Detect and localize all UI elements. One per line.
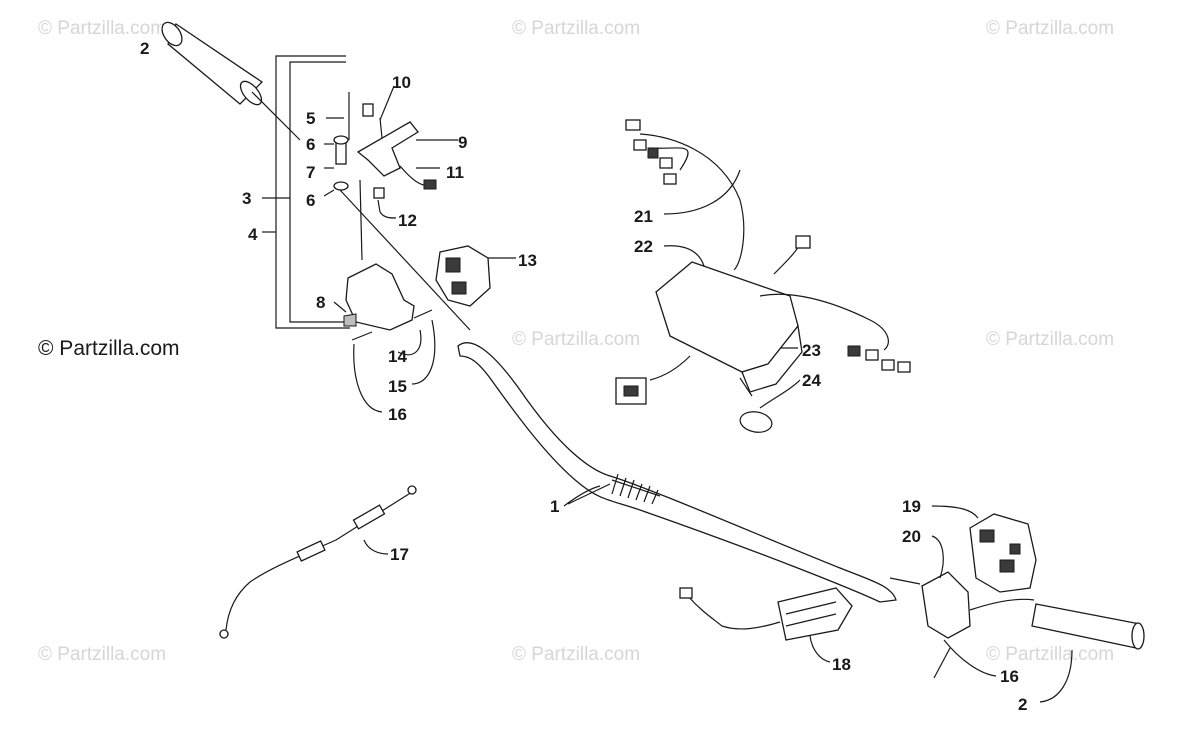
callout-21: 21 xyxy=(634,207,653,226)
callout-7: 7 xyxy=(306,163,315,182)
leaders-left xyxy=(251,85,516,413)
watermark: © Partzilla.com xyxy=(512,329,640,350)
band-clamp xyxy=(739,411,773,433)
bar-pad xyxy=(655,261,803,397)
callout-16: 16 xyxy=(388,405,407,424)
callout-10: 10 xyxy=(392,73,411,92)
watermark: © Partzilla.com xyxy=(512,644,640,665)
watermarks: © Partzilla.com © Partzilla.com © Partzi… xyxy=(38,18,1114,665)
callout-4: 4 xyxy=(248,225,258,244)
callout-14: 14 xyxy=(388,347,407,366)
throttle-cable xyxy=(219,485,417,639)
callout-24: 24 xyxy=(802,371,821,390)
watermark: © Partzilla.com xyxy=(986,18,1114,39)
callout-1: 1 xyxy=(550,497,559,516)
callout-3: 3 xyxy=(242,189,251,208)
watermark: © Partzilla.com xyxy=(986,329,1114,350)
right-switch xyxy=(889,513,1037,679)
callout-19: 19 xyxy=(902,497,921,516)
callout-8: 8 xyxy=(316,293,325,312)
bracket-3-4 xyxy=(275,55,352,329)
callout-16: 16 xyxy=(1000,667,1019,686)
throttle-lever xyxy=(333,92,437,199)
wiring-harness xyxy=(615,119,911,405)
callout-6: 6 xyxy=(306,191,315,210)
callout-22: 22 xyxy=(634,237,653,256)
callout-15: 15 xyxy=(388,377,407,396)
watermark: © Partzilla.com xyxy=(986,644,1114,665)
watermark-main: © Partzilla.com xyxy=(38,337,180,360)
watermark: © Partzilla.com xyxy=(38,644,166,665)
callout-11: 11 xyxy=(446,163,464,182)
leaders-right-lower xyxy=(563,485,1073,703)
handlebar xyxy=(457,342,897,603)
watermark: © Partzilla.com xyxy=(512,18,640,39)
grip-left xyxy=(161,21,264,106)
callout-2: 2 xyxy=(140,39,149,58)
throttle-housing xyxy=(343,179,433,341)
callout-9: 9 xyxy=(458,133,467,152)
watermark: © Partzilla.com xyxy=(38,18,166,39)
switch-housing xyxy=(435,245,491,307)
grip-right xyxy=(1031,603,1145,650)
callout-12: 12 xyxy=(398,211,417,230)
heater-element xyxy=(679,587,853,663)
callout-6: 6 xyxy=(306,135,315,154)
callout-20: 20 xyxy=(902,527,921,546)
callout-labels: 1 2 2 3 4 5 6 6 7 8 9 10 11 12 13 14 15 … xyxy=(140,39,1027,714)
callout-18: 18 xyxy=(832,655,851,674)
callout-5: 5 xyxy=(306,109,315,128)
callout-13: 13 xyxy=(518,251,537,270)
callout-23: 23 xyxy=(802,341,821,360)
callout-2: 2 xyxy=(1018,695,1027,714)
callout-17: 17 xyxy=(390,545,409,564)
leaders-right xyxy=(663,169,801,409)
